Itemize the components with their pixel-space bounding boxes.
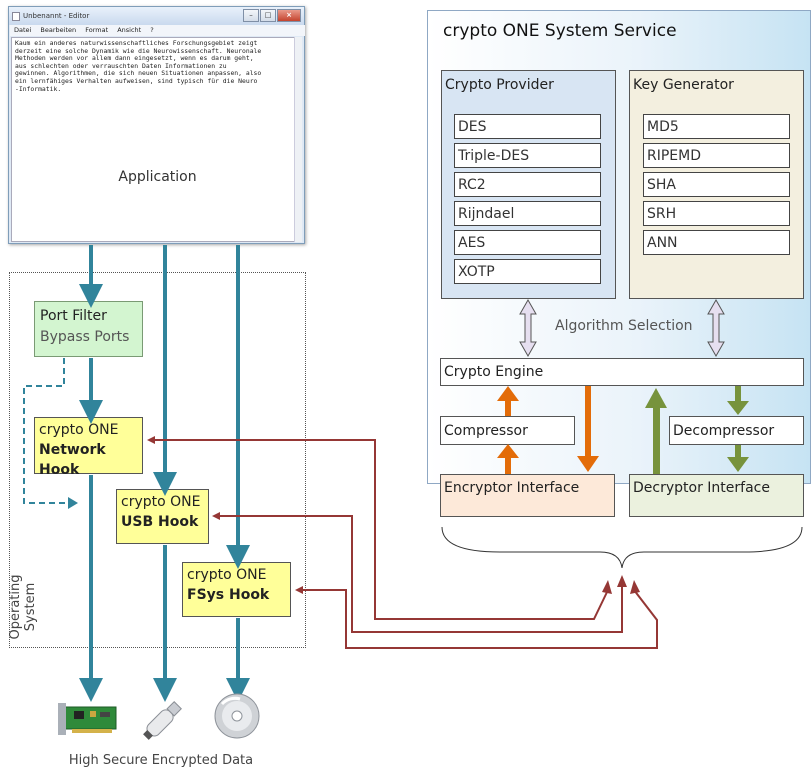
window-title: Unbenannt - Editor [9,7,304,25]
decrypt-arrowhead-up [645,388,667,408]
window-controls: –□× [242,9,301,28]
network-card-icon [58,703,117,735]
usb-hook-box: crypto ONE USB Hook [116,489,209,544]
decrypt-flow-arrows [645,386,749,474]
encrypt-arrow-shaft-down [585,386,591,458]
crypto-provider-title: Crypto Provider [445,77,554,93]
decrypt-arrow-shaft [735,445,741,459]
crypto-provider-box: Crypto Provider DES Triple-DES RC2 Rijnd… [441,70,616,299]
connector-usb-hook [212,512,623,633]
menu-view[interactable]: Ansicht [117,26,142,34]
algorithm-selection-label: Algorithm Selection [555,318,693,334]
encrypted-data-label: High Secure Encrypted Data [68,753,254,768]
compressor-box: Compressor [440,416,575,445]
port-filter-title: Port Filter [40,308,107,324]
connector-network-hook [147,436,609,620]
arrowhead-red [617,575,627,587]
algorithm-selection-arrows [519,298,725,358]
fsys-hook-line2: FSys Hook [187,587,270,603]
usb-stick-icon [143,701,182,740]
provider-selection-arrow [519,298,537,358]
bypass-dashed-line [23,358,68,504]
provider-algorithm: AES [454,230,601,255]
close-icon[interactable]: × [277,9,301,22]
connector-fsys-hook [295,586,658,649]
menu-bar: Datei Bearbeiten Format Ansicht ? [10,25,305,36]
provider-algorithm: Rijndael [454,201,601,226]
network-hook-line2: Network Hook [39,442,106,478]
key-generator-title: Key Generator [633,77,734,93]
provider-algorithm: Triple-DES [454,143,601,168]
network-hook-box: crypto ONE Network Hook [34,417,143,478]
maximize-icon[interactable]: □ [260,9,276,22]
notepad-icon [12,12,20,21]
key-generator-box: Key Generator MD5 RIPEMD SHA SRH ANN [629,70,804,299]
encrypt-arrowhead-down [577,456,599,472]
keygen-algorithm: SHA [643,172,790,197]
keygen-selection-arrow [707,298,725,358]
decrypt-arrow-shaft [735,386,741,402]
decrypt-arrowhead-down [727,401,749,415]
operating-system-boundary [9,272,306,648]
keygen-algorithm: SRH [643,201,790,226]
decrypt-arrow-shaft-up [653,406,660,474]
usb-hook-line1: crypto ONE [121,494,201,510]
editor-text-area[interactable]: Kaum ein anderes naturwissenschaftliches… [11,37,297,242]
arrowhead-red [602,580,612,594]
bypass-arrowhead [68,497,78,509]
arrowhead-red [630,580,640,594]
encrypt-flow-arrows [497,386,599,474]
menu-format[interactable]: Format [85,26,109,34]
keygen-algorithm: RIPEMD [643,143,790,168]
encrypt-arrow-shaft [505,400,511,416]
fsys-hook-box: crypto ONE FSys Hook [182,562,291,617]
port-filter-box: Port Filter Bypass Ports [34,301,143,357]
usb-hook-line2: USB Hook [121,514,199,530]
decompressor-box: Decompressor [669,416,804,445]
provider-algorithm: XOTP [454,259,601,284]
menu-help[interactable]: ? [150,26,154,34]
provider-algorithm: DES [454,114,601,139]
provider-algorithm: RC2 [454,172,601,197]
network-hook-line1: crypto ONE [39,422,119,438]
disc-icon [214,693,260,739]
decryptor-interface-box: Decryptor Interface [629,474,804,517]
decrypt-arrowhead-down [727,457,749,472]
encrypt-arrow-shaft [505,456,511,474]
menu-file[interactable]: Datei [14,26,32,34]
crypto-engine-box: Crypto Engine [440,358,804,386]
data-flow-arrows [79,245,250,702]
encrypt-arrowhead-up [497,386,519,401]
application-window: Unbenannt - Editor –□× Datei Bearbeiten … [8,6,305,244]
system-service-title: crypto ONE System Service [443,21,677,41]
fsys-hook-line1: crypto ONE [187,567,267,583]
keygen-algorithm: MD5 [643,114,790,139]
application-label: Application [118,169,197,185]
encrypt-arrowhead-up [497,444,519,458]
scrollbar[interactable] [294,37,302,242]
keygen-algorithm: ANN [643,230,790,255]
menu-edit[interactable]: Bearbeiten [40,26,77,34]
interfaces-brace [441,526,803,569]
encryptor-interface-box: Encryptor Interface [440,474,615,517]
hook-connector-lines [147,436,658,649]
minimize-icon[interactable]: – [243,9,259,22]
port-filter-subtitle: Bypass Ports [40,329,130,345]
